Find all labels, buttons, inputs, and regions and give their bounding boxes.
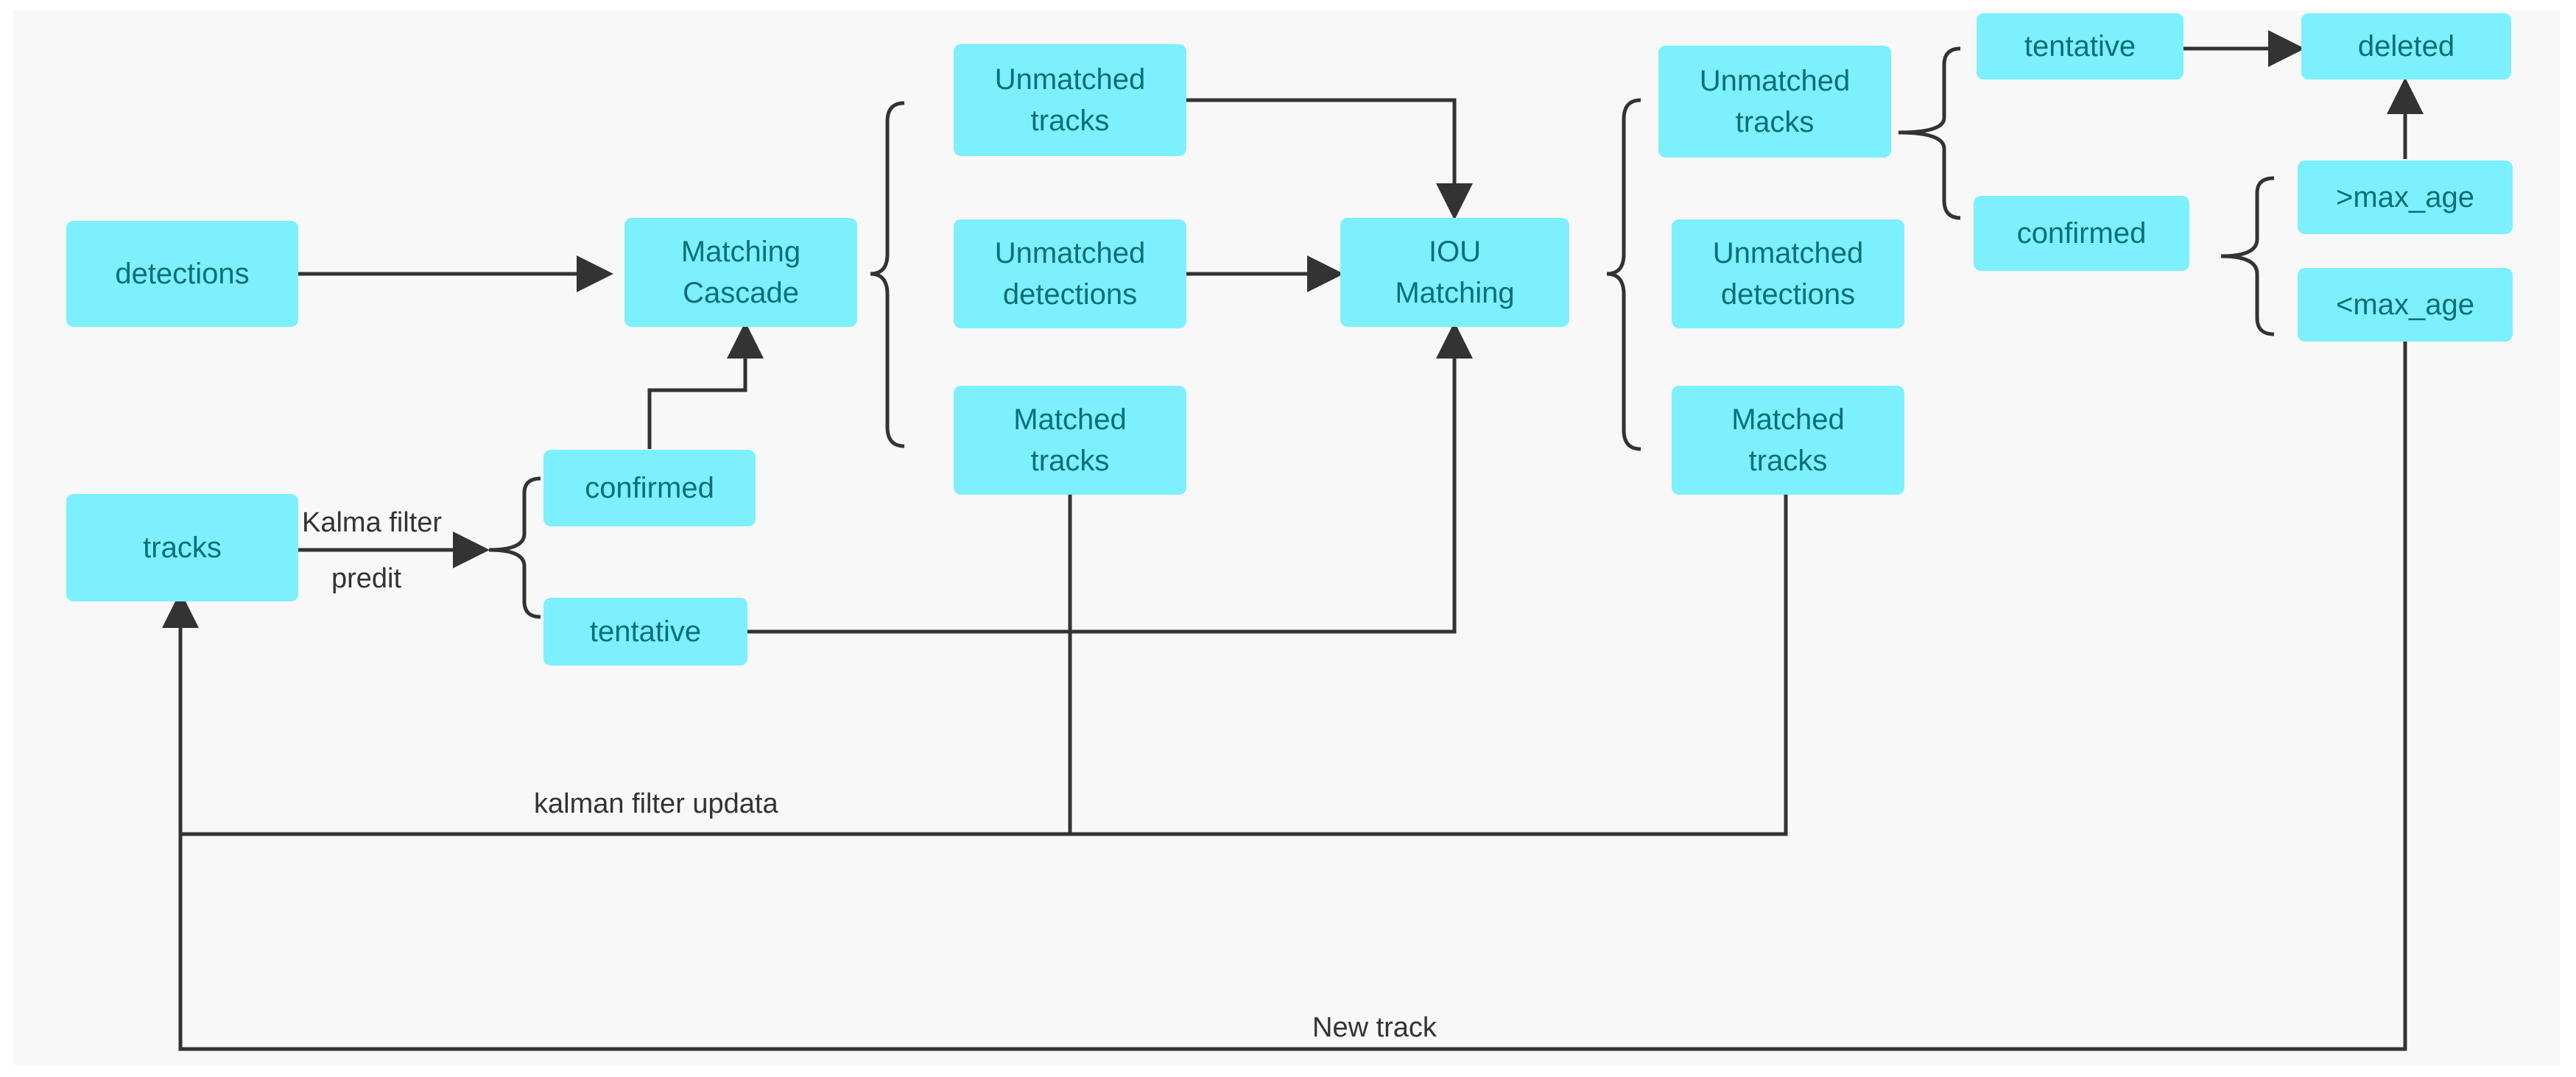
node-confirmed-2: confirmed <box>1974 196 2189 271</box>
node-tentative-2: tentative <box>1977 13 2183 80</box>
label-predit: predit <box>331 563 402 594</box>
brace-unmatched-tracks-status <box>1898 46 1961 220</box>
node-unmatched-tracks-2: Unmatched tracks <box>1658 46 1891 158</box>
node-unmatched-detections-2: Unmatched detections <box>1672 219 1904 328</box>
node-confirmed-1: confirmed <box>543 450 756 526</box>
label-kalma-filter: Kalma filter <box>302 507 443 538</box>
brace-iou-outputs <box>1606 98 1641 451</box>
diagram-canvas <box>13 10 2560 1065</box>
edge-update-loop-2 <box>1070 495 1788 836</box>
node-unmatched-detections-1: Unmatched detections <box>954 219 1186 328</box>
label-new-track: New track <box>1312 1012 1437 1043</box>
node-deleted: deleted <box>2301 13 2511 80</box>
edge-new-track <box>162 342 2407 1051</box>
edge-confirmed-to-cascade <box>647 322 764 449</box>
label-kalman-filter-update: kalman filter updata <box>534 788 778 819</box>
edge-unmatched-tracks-to-iou <box>1186 98 1473 220</box>
node-detections: detections <box>66 221 298 327</box>
node-lt-max-age: <max_age <box>2298 268 2513 342</box>
node-matched-tracks-1: Matched tracks <box>954 386 1186 495</box>
node-matching-cascade: Matching Cascade <box>624 218 857 327</box>
node-iou-matching: IOU Matching <box>1340 218 1569 327</box>
node-matched-tracks-2: Matched tracks <box>1672 386 1904 495</box>
brace-kalman-predict <box>488 476 541 619</box>
node-gt-max-age: >max_age <box>2298 160 2513 234</box>
brace-cascade-outputs <box>870 101 905 448</box>
node-tracks: tracks <box>66 494 298 601</box>
node-unmatched-tracks-1: Unmatched tracks <box>954 44 1186 156</box>
brace-confirmed-age <box>2220 176 2275 336</box>
node-tentative-1: tentative <box>543 598 747 665</box>
edge-tentative-to-iou <box>747 322 1473 634</box>
